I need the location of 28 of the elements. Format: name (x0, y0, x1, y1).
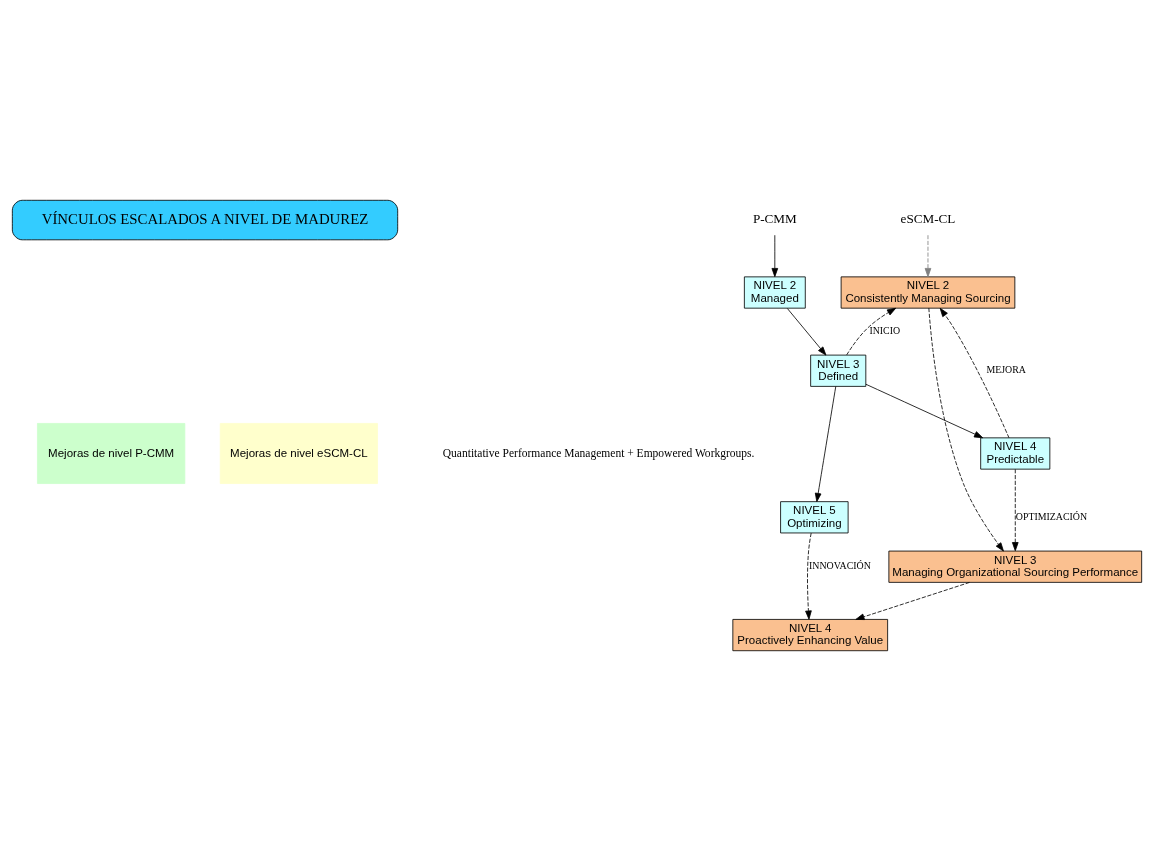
arrow (928, 307, 1004, 551)
arrow (1012, 468, 1019, 551)
node-box: Mejoras de nivel P-CMM (37, 422, 186, 484)
edge-label: INNOVACIÓN (808, 559, 871, 571)
node-box: NIVEL 4 Predictable (980, 436, 1051, 470)
node-box: NIVEL 3 Managing Organizational Sourcing Performance (888, 550, 1143, 583)
arrow (865, 383, 984, 438)
label: Quantitative Performance Management + Empowered Workgroups. (442, 446, 755, 459)
arrow (846, 307, 897, 355)
node-box: NIVEL 2 Consistently Managing Sourcing (840, 275, 1016, 309)
node-box: VÍNCULOS ESCALADOS A NIVEL DE MADUREZ (11, 199, 399, 240)
arrow (939, 307, 1010, 438)
edge-label: INICIO (869, 324, 901, 336)
node-box: Mejoras de nivel eSCM-CL (219, 422, 378, 484)
arrow (805, 532, 812, 620)
arrow (814, 385, 837, 502)
arrow (771, 234, 779, 277)
node-box: NIVEL 3 Defined (810, 354, 867, 387)
edge-label: OPTIMIZACIÓN (1015, 510, 1088, 522)
node-box: NIVEL 4 Proactively Enhancing Value (732, 618, 889, 651)
node-box: NIVEL 5 Optimizing (780, 500, 849, 533)
node-text: eSCM-CL (900, 210, 956, 226)
edge-label: MEJORA (986, 363, 1026, 375)
node-box: NIVEL 2 Managed (743, 275, 806, 309)
arrow (786, 307, 827, 355)
arrow (855, 581, 970, 620)
arrow (924, 234, 932, 277)
node-text: P-CMM (752, 210, 797, 226)
